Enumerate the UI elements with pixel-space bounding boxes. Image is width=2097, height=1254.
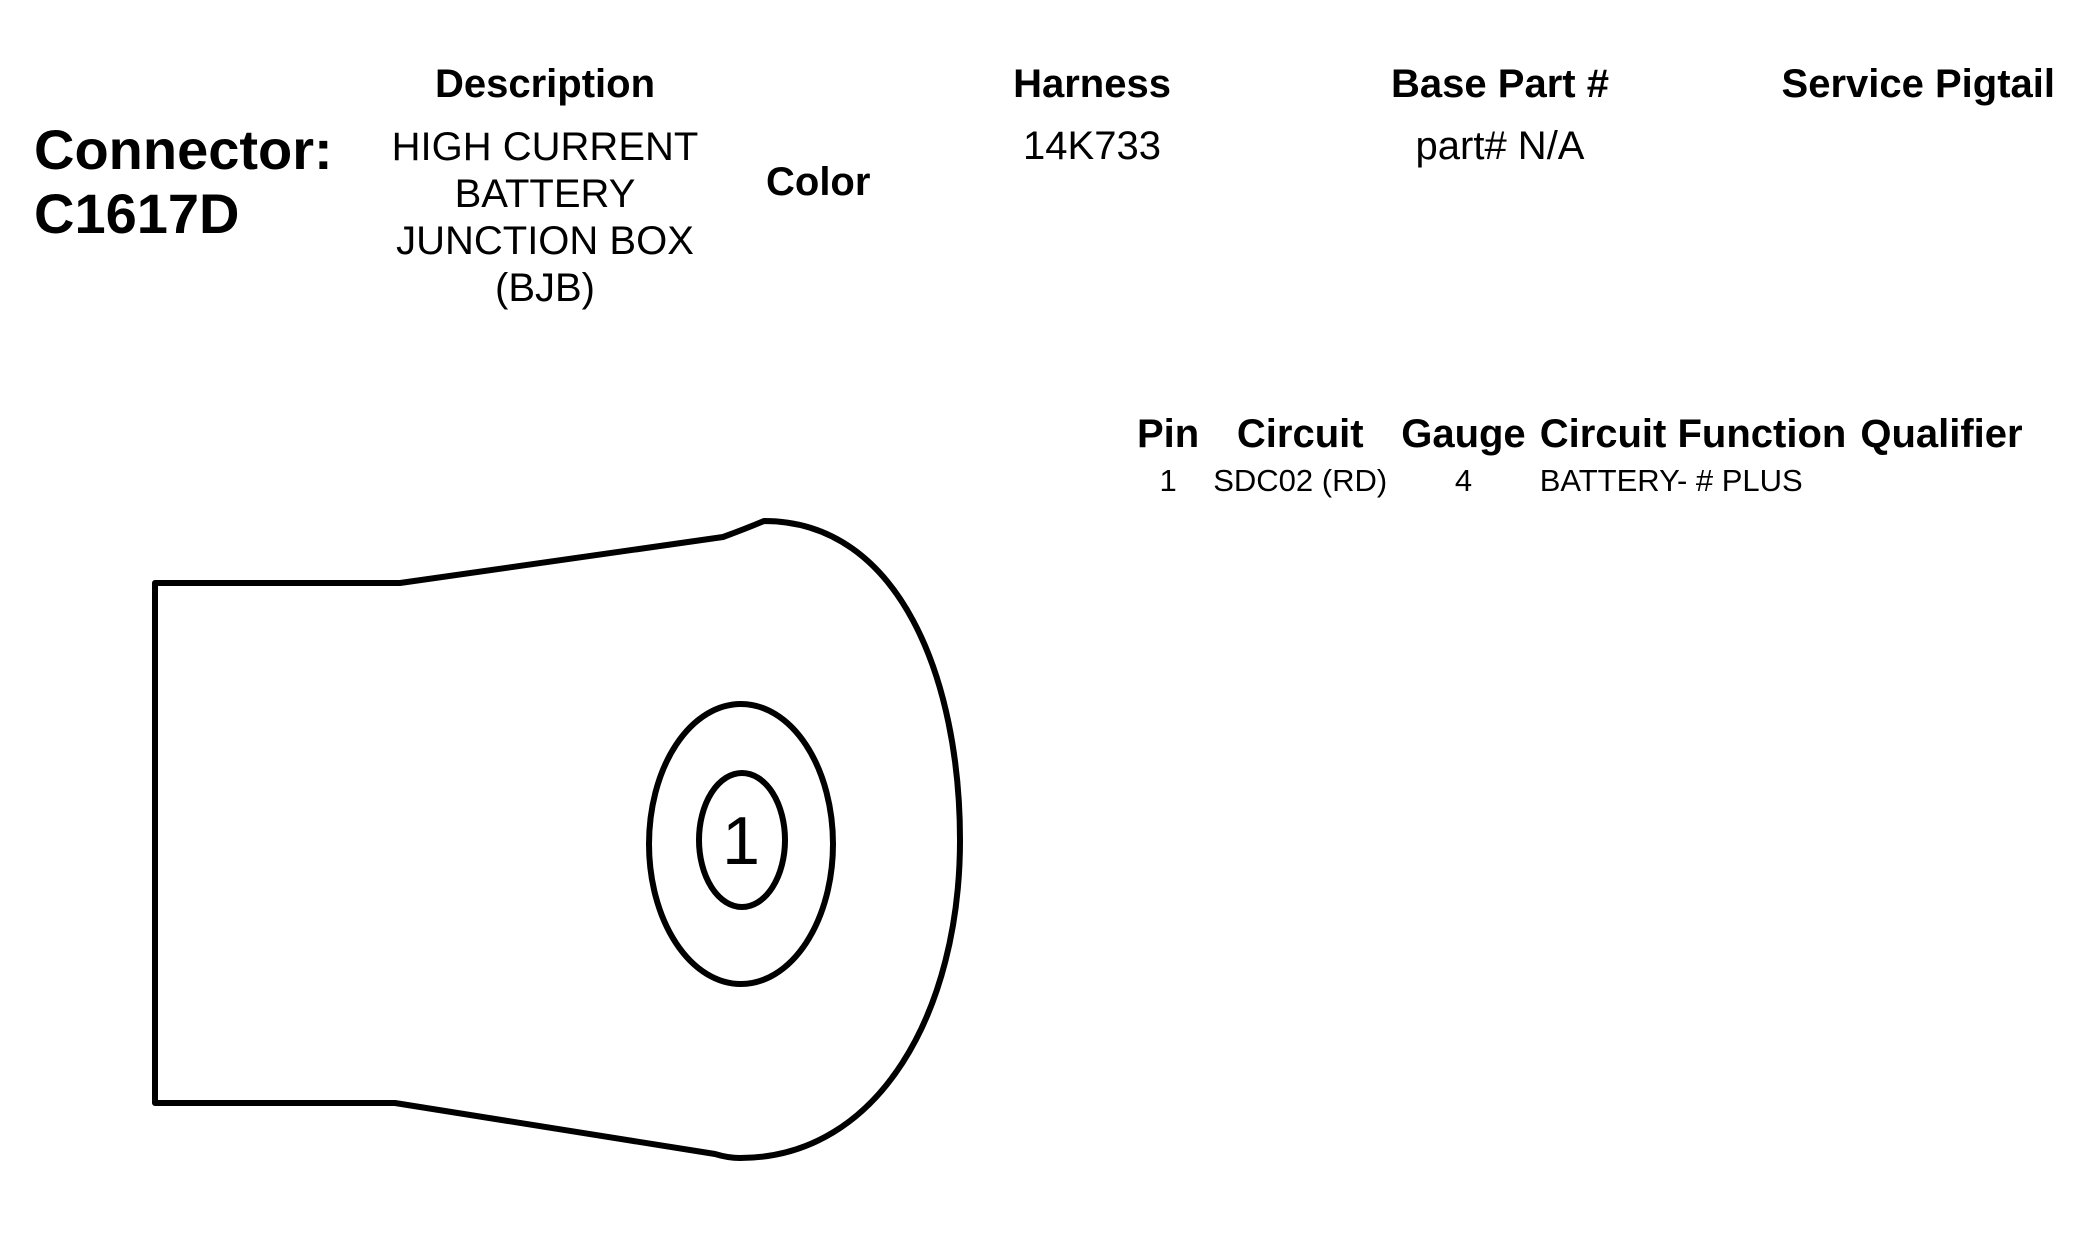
harness-header: Harness	[1013, 62, 1171, 106]
service-pigtail-header: Service Pigtail	[1781, 62, 2055, 106]
pin-column-header: Pin	[1137, 411, 1200, 456]
description-line: JUNCTION BOX	[396, 219, 694, 263]
pin-table: Pin Circuit Gauge Circuit Function Quali…	[1130, 408, 2030, 502]
description-line: HIGH CURRENT	[391, 125, 699, 169]
color-header: Color	[766, 160, 871, 204]
gauge-column-header: Gauge	[1401, 411, 1526, 456]
connector-outline	[152, 518, 963, 1161]
harness-value: 14K733	[1023, 124, 1161, 168]
description-line: BATTERY	[454, 172, 636, 216]
description-value: HIGH CURRENT BATTERY JUNCTION BOX (BJB)	[355, 124, 735, 312]
circuit-function-column-header: Circuit Function	[1539, 411, 1847, 456]
gauge-cell: 4	[1454, 463, 1473, 498]
terminal-outer-ring	[646, 701, 836, 987]
qualifier-column-header: Qualifier	[1860, 411, 2023, 456]
circuit-cell: SDC02 (RD)	[1213, 463, 1388, 498]
connector-id: C1617D	[34, 182, 240, 245]
circuit-column-header: Circuit	[1236, 411, 1364, 456]
table-row: 1 SDC02 (RD) 4 BATTERY- # PLUS	[1130, 460, 2030, 502]
pin-cell: 1	[1159, 463, 1177, 498]
pin-number-label: 1	[722, 803, 760, 879]
base-part-value: part# N/A	[1415, 124, 1585, 168]
connector-title: Connector: C1617D	[34, 118, 333, 246]
pin-table-header-row: Pin Circuit Gauge Circuit Function Quali…	[1130, 408, 2030, 460]
description-line: (BJB)	[495, 266, 595, 310]
circuit-function-cell: BATTERY- # PLUS	[1539, 463, 1803, 498]
description-header: Description	[434, 62, 656, 106]
base-part-header: Base Part #	[1391, 62, 1609, 106]
terminal-pin-circle	[696, 770, 788, 910]
connector-label: Connector:	[34, 118, 333, 181]
